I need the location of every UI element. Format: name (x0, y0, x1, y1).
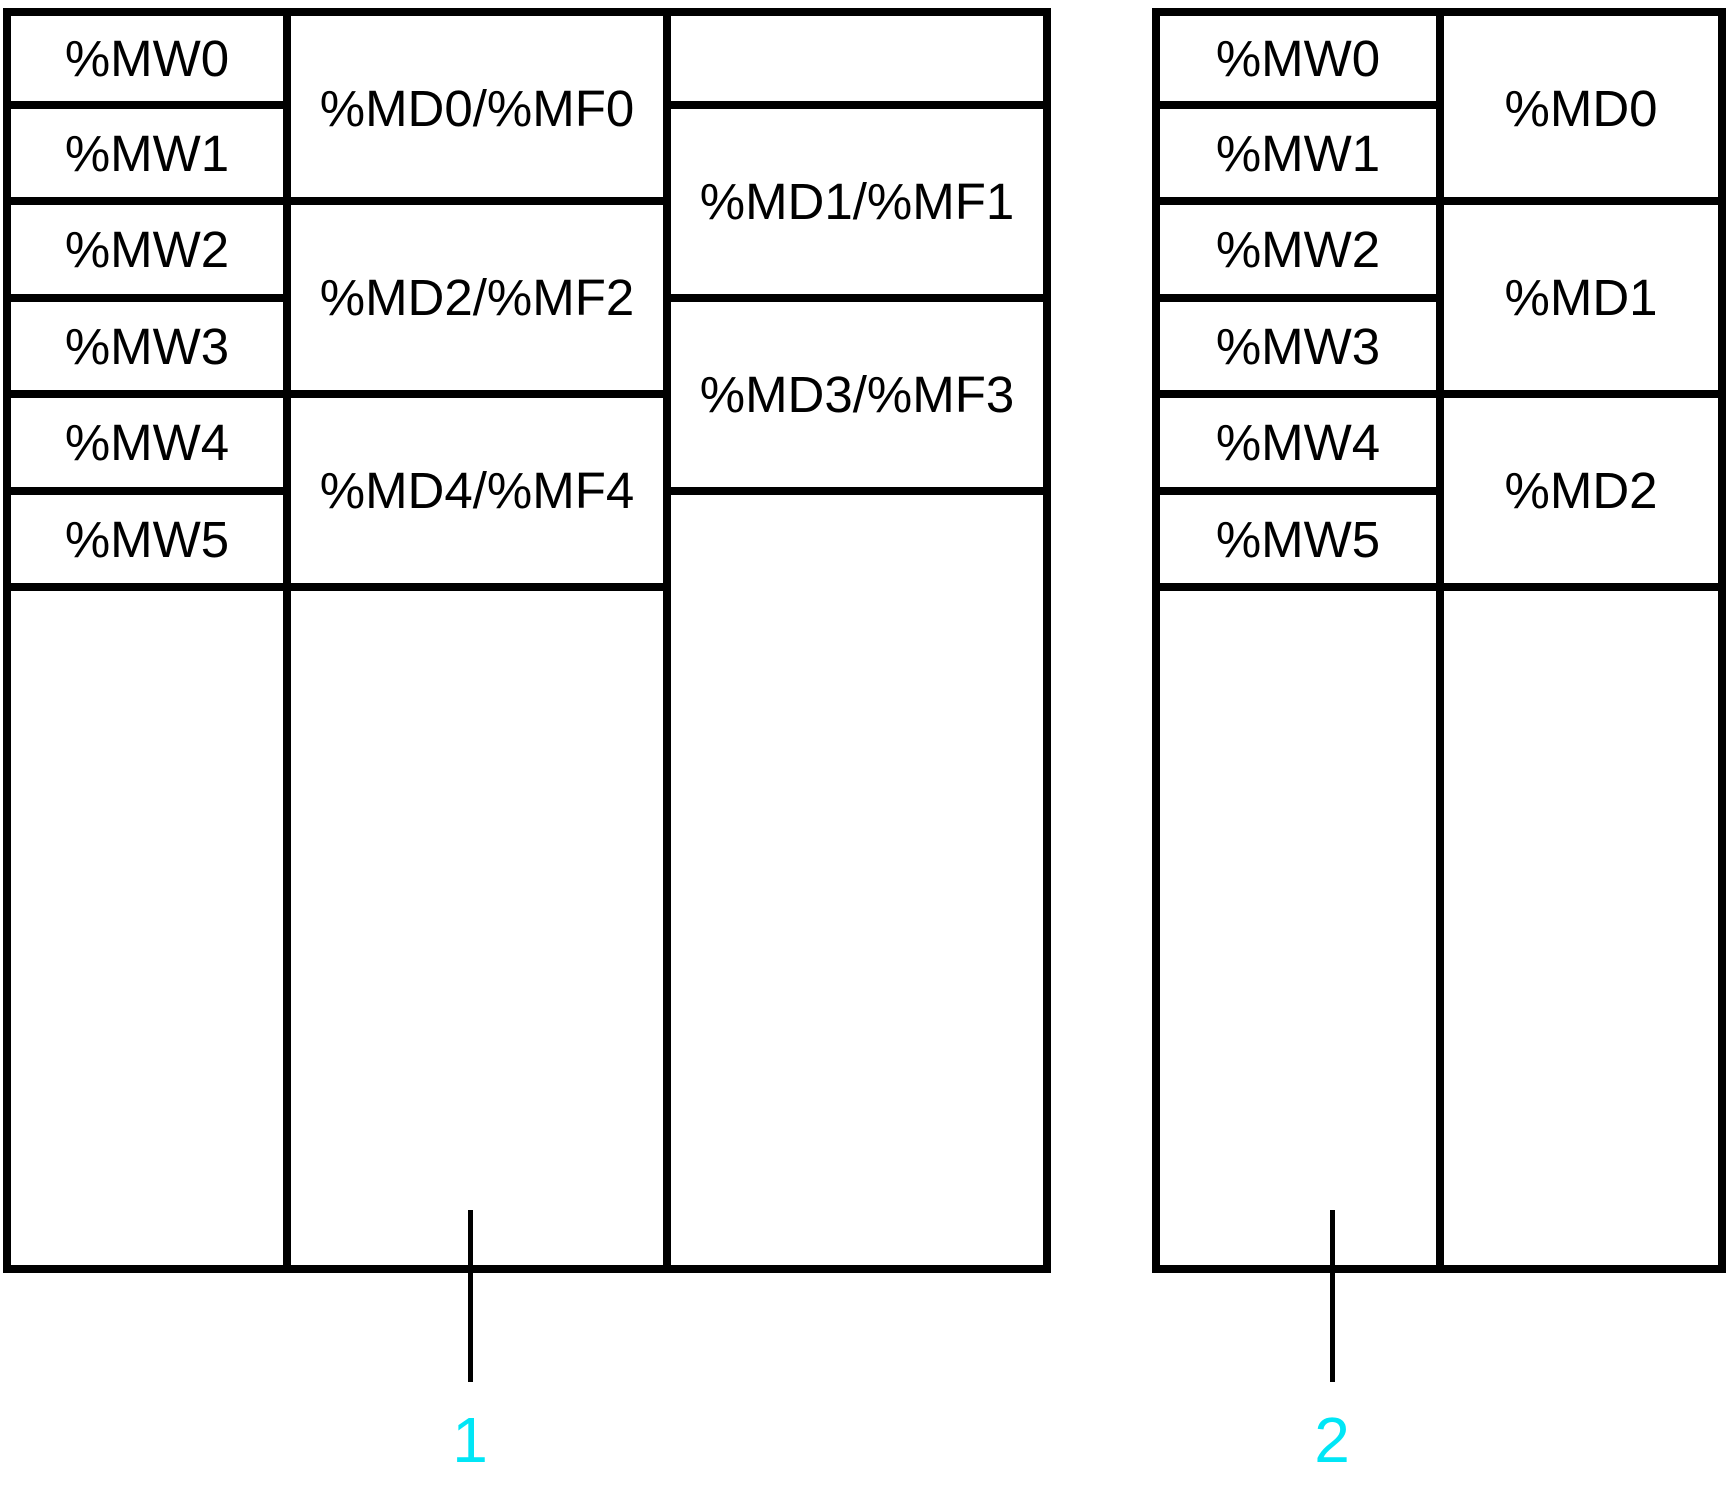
diagram1-col3-row-divider (663, 487, 1051, 495)
diagram1-col1-row-divider (3, 487, 291, 495)
diagram2-mw1-cell-label: %MW1 (1215, 124, 1381, 182)
diagram2-col2-row-divider (1436, 197, 1726, 205)
diagram2-mw0-cell-label: %MW0 (1215, 30, 1381, 87)
diagram1-col1-row-divider (3, 197, 291, 205)
diagram2-col2-row-divider (1436, 583, 1726, 591)
diagram2-md2-cell-label: %MD2 (1504, 462, 1658, 519)
diagram1-column-divider-2 (663, 8, 671, 1273)
diagram2-md1-cell-label: %MD1 (1504, 269, 1658, 326)
diagram2-col1-row-divider (1152, 294, 1444, 302)
callout2-leader-line (1330, 1210, 1335, 1382)
diagram1-mw5-cell-label: %MW5 (64, 510, 230, 568)
diagram1-col3-row-divider (663, 294, 1051, 302)
diagram1-outer-border (3, 8, 1051, 1273)
diagram2-mw2-cell-label: %MW2 (1215, 221, 1381, 278)
diagram2-col1-row-divider (1152, 487, 1444, 495)
diagram1-col3-row-divider (663, 101, 1051, 109)
diagram1-md2-cell-label: %MD2/%MF2 (319, 269, 635, 326)
diagram2-mw3-cell-label: %MW3 (1215, 317, 1381, 375)
diagram2-mw5-cell-label: %MW5 (1215, 510, 1381, 568)
diagram1-col1-row-divider (3, 390, 291, 398)
diagram1-mw3-cell-label: %MW3 (64, 317, 230, 375)
diagram2-mw4-cell-label: %MW4 (1215, 414, 1381, 471)
diagram2-col2-row-divider (1436, 390, 1726, 398)
diagram1-col1-row-divider (3, 583, 291, 591)
diagram1-md0-cell-label: %MD0/%MF0 (319, 80, 635, 137)
diagram1-column-divider-1 (283, 8, 291, 1273)
diagram1-mw0-cell-label: %MW0 (64, 30, 230, 87)
diagram2-col1-row-divider (1152, 390, 1444, 398)
diagram2-column-divider (1436, 8, 1444, 1273)
diagram1-col2-row-divider (283, 583, 671, 591)
diagram1-col1-row-divider (3, 294, 291, 302)
diagram1-md3-cell-label: %MD3/%MF3 (699, 366, 1015, 423)
diagram1-mw4-cell-label: %MW4 (64, 414, 230, 471)
callout2-label: 2 (1314, 1404, 1350, 1476)
diagram1-md4-cell-label: %MD4/%MF4 (319, 462, 635, 519)
diagram1-col1-row-divider (3, 101, 291, 109)
diagram1-md1-cell-label: %MD1/%MF1 (699, 173, 1015, 230)
diagram1-mw2-cell-label: %MW2 (64, 221, 230, 278)
diagram1-mw1-cell-label: %MW1 (64, 124, 230, 182)
diagram1-col2-row-divider (283, 197, 671, 205)
callout1-leader-line (468, 1210, 473, 1382)
diagram2-col1-row-divider (1152, 197, 1444, 205)
diagram2-col1-row-divider (1152, 583, 1444, 591)
diagram2-md0-cell-label: %MD0 (1504, 80, 1658, 137)
diagram2-col1-row-divider (1152, 101, 1444, 109)
callout1-label: 1 (452, 1404, 488, 1476)
diagram1-col2-row-divider (283, 390, 671, 398)
